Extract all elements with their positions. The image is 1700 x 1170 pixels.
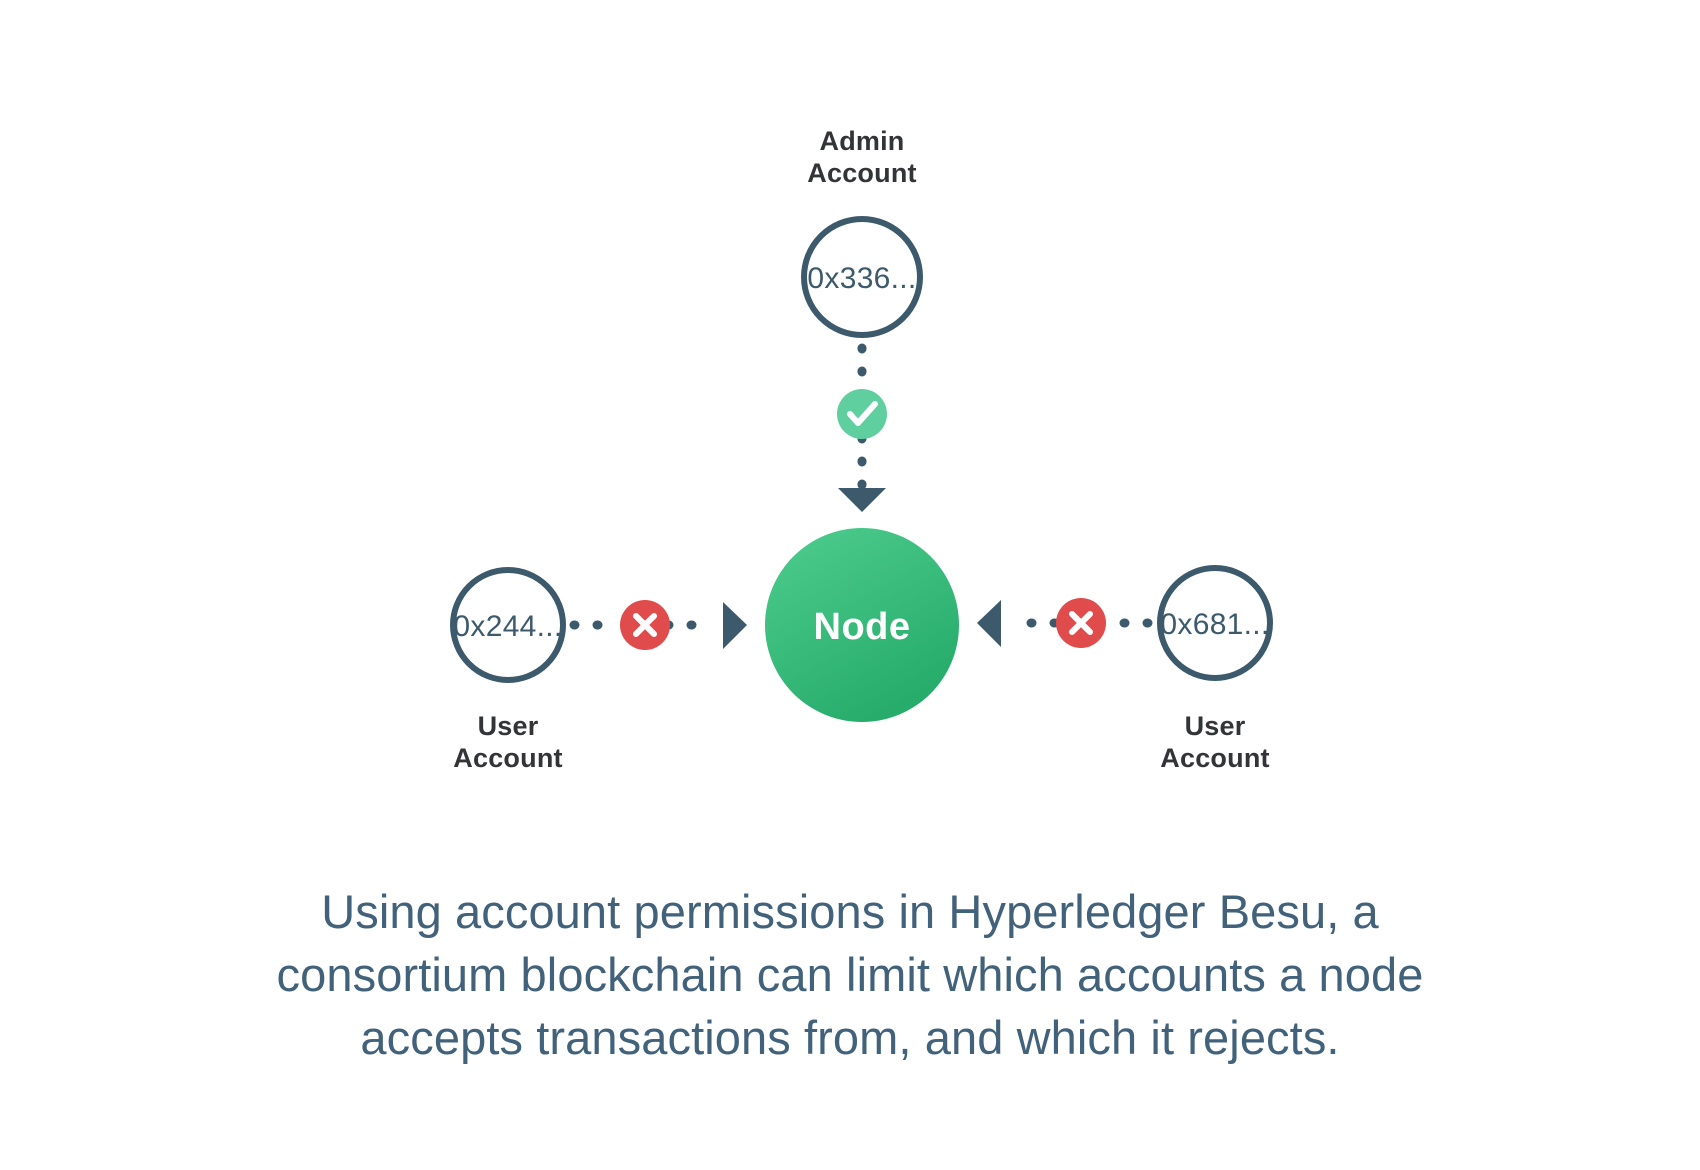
user-left-title-line2: Account — [453, 743, 562, 773]
check-glyph — [847, 401, 878, 426]
admin-to-node-connector — [838, 343, 886, 512]
node-circle-icon[interactable]: Node — [765, 528, 959, 722]
user-left-title-line1: User — [478, 711, 539, 741]
user-left-to-node-connector — [569, 602, 747, 649]
account-circle-icon — [450, 567, 566, 683]
x-circle-icon-left[interactable] — [620, 600, 670, 650]
check-circle-icon[interactable] — [837, 389, 887, 439]
arrowhead-right-icon — [723, 602, 747, 649]
user-left-address: 0x244... — [453, 610, 562, 643]
account-circle-icon — [1157, 565, 1273, 681]
admin-account-title-line2: Account — [807, 158, 916, 188]
admin-account-address: 0x336... — [807, 262, 916, 295]
admin-account-title-line1: Admin — [820, 126, 905, 156]
permissioning-diagram: Admin Account 0x336... Node — [450, 126, 1273, 773]
arrowhead-down-icon — [838, 488, 886, 512]
user-right-title-line2: Account — [1160, 743, 1269, 773]
node-label: Node — [814, 606, 911, 648]
x-glyph — [1069, 611, 1093, 635]
diagram-caption: Using account permissions in Hyperledger… — [0, 880, 1700, 1069]
account-circle-icon — [801, 216, 923, 338]
caption-line-2: consortium blockchain can limit which ac… — [276, 948, 1424, 1001]
user-right-to-node-connector — [977, 600, 1153, 647]
user-account-right-group[interactable]: 0x681... User Account — [1157, 565, 1273, 773]
diagram-canvas: Admin Account 0x336... Node — [450, 126, 1273, 773]
caption-line-3: accepts transactions from, and which it … — [360, 1011, 1340, 1064]
x-circle-icon-right[interactable] — [1056, 598, 1106, 648]
user-right-title-line1: User — [1185, 711, 1246, 741]
arrowhead-left-icon — [977, 600, 1001, 647]
user-account-left-group[interactable]: 0x244... User Account — [450, 567, 566, 773]
user-right-address: 0x681... — [1160, 608, 1269, 641]
x-glyph — [633, 613, 657, 637]
caption-line-1: Using account permissions in Hyperledger… — [321, 885, 1379, 938]
admin-account-group[interactable]: Admin Account 0x336... — [801, 126, 923, 338]
